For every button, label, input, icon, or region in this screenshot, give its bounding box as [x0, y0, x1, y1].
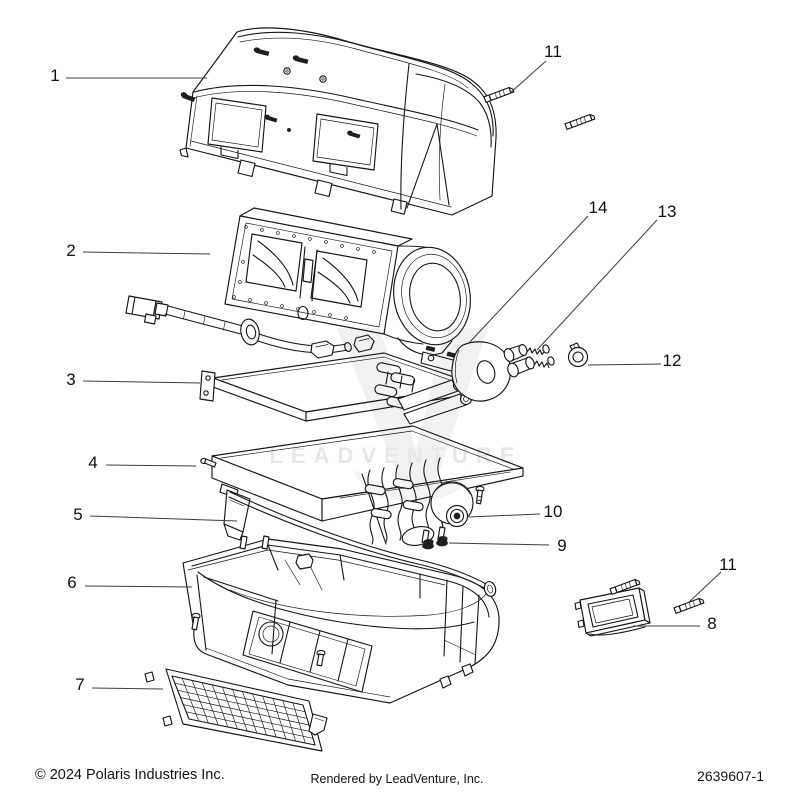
part-5-drain-tube — [200, 457, 251, 541]
harness-connector — [125, 295, 163, 320]
leader-line-4 — [105, 464, 197, 467]
callout-4: 4 — [88, 453, 97, 472]
callout-1: 1 — [50, 66, 59, 85]
callout-11: 11 — [719, 555, 737, 574]
leader-line-7 — [91, 687, 164, 690]
part-1-upper-cover — [179, 27, 497, 216]
coil-screw-icon — [475, 485, 485, 505]
watermark: LEADVENTURE — [269, 328, 522, 503]
rendered-by-text: Rendered by LeadVenture, Inc. — [310, 772, 484, 786]
wire-harness-lead — [228, 491, 497, 597]
wire-clip — [310, 340, 335, 359]
callout-8: 8 — [707, 614, 716, 633]
callout-2: 2 — [66, 241, 75, 260]
leader-line-5 — [89, 515, 238, 522]
callout-5: 5 — [73, 505, 82, 524]
part-13-fittings — [503, 343, 555, 378]
part-8-access-panel — [574, 578, 651, 637]
watermark-text: LEADVENTURE — [269, 443, 522, 468]
part-12-clamp-ring — [567, 342, 589, 368]
part-10-grommet — [445, 504, 469, 528]
part-6-lower-housing — [182, 535, 500, 704]
copyright-text: © 2024 Polaris Industries Inc. — [35, 767, 225, 783]
panel-holes — [232, 225, 376, 320]
leader-line-3 — [82, 380, 201, 384]
roof-screw-icon — [253, 47, 309, 64]
part-7-intake-grille — [144, 668, 328, 752]
housing-screw-icon — [191, 612, 326, 667]
fastener-11-bolt-lower — [673, 597, 705, 614]
leader-line-14 — [467, 215, 589, 345]
part-number-text: 2639607-1 — [697, 768, 764, 784]
leader-line-11 — [508, 60, 547, 95]
part-2-blower-assembly — [125, 207, 471, 356]
panel-screw-icon — [180, 92, 361, 139]
part-9-nuts — [422, 536, 448, 550]
callout-14: 14 — [589, 198, 608, 217]
fastener-11-bolts-upper — [483, 86, 596, 130]
leader-line-11 — [687, 571, 722, 604]
callout-13: 13 — [658, 202, 677, 221]
leader-line-12 — [587, 363, 662, 366]
watermark-logo — [337, 328, 488, 490]
leader-line-13 — [536, 219, 658, 351]
callout-6: 6 — [67, 573, 76, 592]
callout-9: 9 — [557, 536, 566, 555]
callout-3: 3 — [66, 370, 75, 389]
callout-7: 7 — [75, 675, 84, 694]
leader-line-6 — [84, 585, 193, 588]
leader-line-9 — [448, 542, 550, 546]
callout-10: 10 — [544, 502, 563, 521]
callout-12: 12 — [663, 351, 682, 370]
callout-11: 11 — [544, 42, 562, 61]
leader-line-10 — [468, 513, 541, 518]
leader-line-2 — [82, 251, 211, 255]
